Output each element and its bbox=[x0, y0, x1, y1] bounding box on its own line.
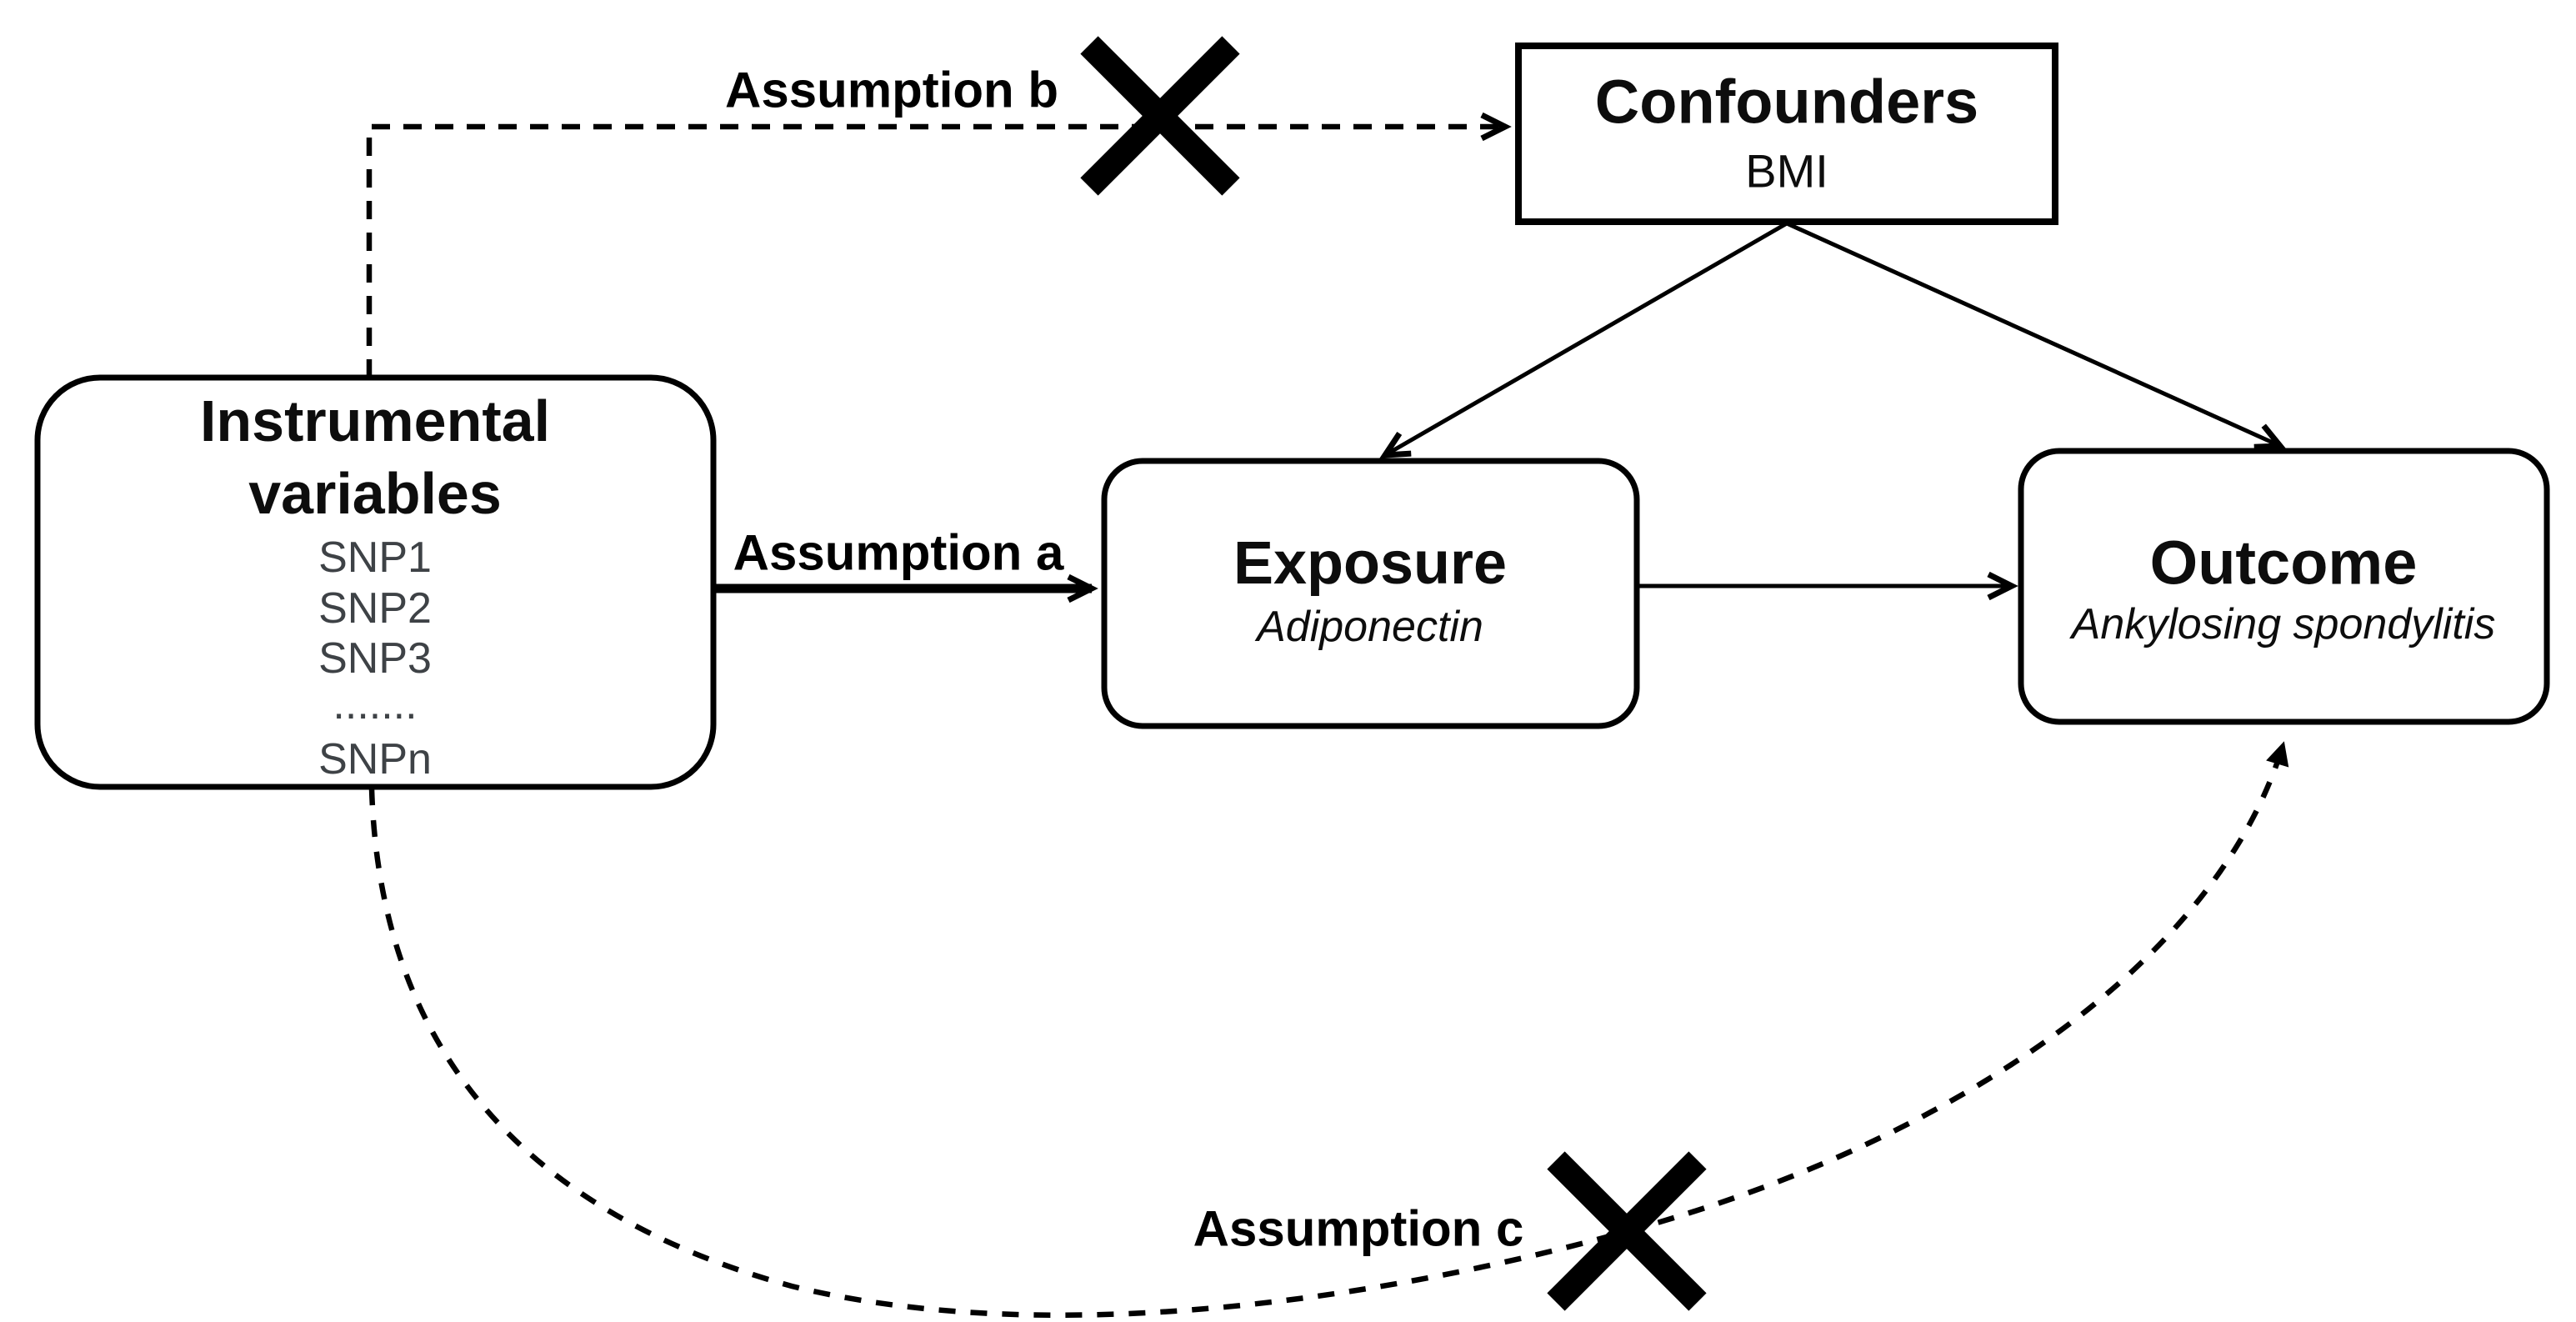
edge-confounders-to-exposure-arrow bbox=[1379, 221, 1788, 458]
cross-out-x-assumption-c-icon bbox=[1547, 1151, 1707, 1311]
instrumental-variables-title-line2: variables bbox=[248, 461, 502, 526]
cross-out-x-assumption-b-icon bbox=[1080, 36, 1240, 196]
outcome-subtitle: Ankylosing spondylitis bbox=[2069, 600, 2496, 648]
confounders-subtitle: BMI bbox=[1745, 145, 1828, 198]
instrumental-variables-title-line1: Instrumental bbox=[200, 388, 550, 453]
assumption-b-label: Assumption b bbox=[725, 63, 1058, 118]
snp-item: SNP2 bbox=[318, 584, 432, 633]
node-instrumental-variables: Instrumental variables SNP1 SNP2 SNP3 ..… bbox=[34, 374, 717, 790]
snp-item: SNP1 bbox=[318, 533, 432, 582]
outcome-title: Outcome bbox=[2150, 528, 2418, 598]
assumption-c-label: Assumption c bbox=[1193, 1201, 1524, 1257]
node-outcome: Outcome Ankylosing spondylitis bbox=[2018, 448, 2550, 725]
exposure-title: Exposure bbox=[1233, 530, 1507, 597]
exposure-box bbox=[1101, 458, 1640, 729]
edge-assumption-c-dashed-curve-arrow bbox=[368, 741, 2289, 1319]
snp-item: SNP3 bbox=[318, 634, 432, 683]
node-exposure: Exposure Adiponectin bbox=[1101, 458, 1640, 729]
instrumental-variables-box bbox=[34, 374, 717, 790]
exposure-subtitle: Adiponectin bbox=[1254, 603, 1483, 651]
confounders-title: Confounders bbox=[1595, 68, 1978, 137]
assumption-a-label: Assumption a bbox=[733, 525, 1064, 581]
outcome-box bbox=[2018, 448, 2550, 725]
snp-item: SNPn bbox=[318, 735, 432, 784]
confounders-box bbox=[1515, 43, 2058, 225]
edge-assumption-b-dashed-arrow bbox=[366, 112, 1512, 378]
snp-ellipsis: ....... bbox=[333, 680, 417, 729]
edge-confounders-to-outcome-arrow bbox=[1785, 221, 2287, 450]
node-confounders: Confounders BMI bbox=[1515, 43, 2058, 225]
